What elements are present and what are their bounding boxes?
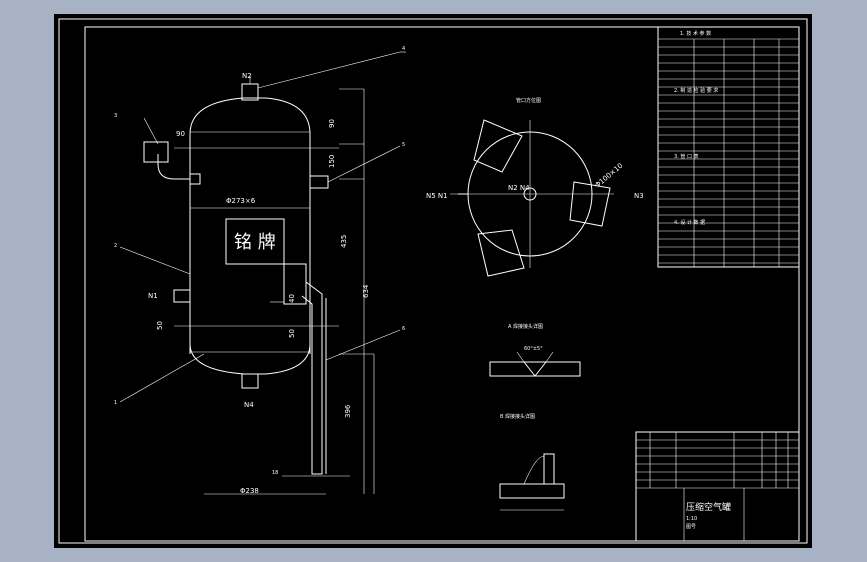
leader-1: 1 [114,400,117,406]
leader-4: 4 [402,46,405,52]
diameter-label: Φ273×6 [226,197,256,205]
plan-n3: N3 [634,192,644,200]
nameplate-text: 铭 牌 [234,232,276,253]
tech-title-1: 1. 技 术 参 数 [680,30,711,37]
leader-2: 2 [114,243,117,249]
leader-5: 5 [402,142,405,148]
plan-n5n1: N5 N1 [426,192,448,200]
weld-detail-a: A 焊接接头详图 60°±5° [489,323,581,377]
nozzle-n1-label: N1 [148,292,158,300]
tech-title-2: 2. 制 造 检 验 要 求 [674,87,718,94]
leader-3: 3 [114,113,117,119]
plan-view: 管口方位图 N5 N1 N2 N4 N3 Φ100×10 [426,97,644,277]
dim-50b: 50 [156,321,164,330]
dim-90: 90 [328,119,336,128]
inner-frame [84,26,800,542]
tech-title-4: 4. 设 计 数 据 [674,219,705,226]
title-sheet: 图号 [686,524,696,530]
plan-view-title: 管口方位图 [516,97,541,104]
plan-phi100: Φ100×10 [594,162,625,190]
nameplate-box [225,218,285,265]
dim-634: 634 [362,284,370,298]
outer-frame [58,18,808,544]
weld-title-b: B 焊接接头详图 [500,413,535,420]
dim-50: 50 [288,329,296,338]
title-main: 压缩空气罐 [686,501,731,513]
weld-title-a: A 焊接接头详图 [508,323,543,330]
plan-n2n4: N2 N4 [508,184,530,192]
dim-phi238: Φ238 [240,487,259,495]
title-scale: 1:10 [686,516,697,522]
dim-18: 18 [272,470,278,476]
cad-drawing: 铭 牌 Φ273×6 N2 N4 N1 90 150 [58,18,808,544]
nozzle-n2-label: N2 [242,72,252,80]
weld-detail-b: B 焊接接头详图 [499,413,565,511]
tech-title-3: 3. 管 口 表 [674,153,699,160]
dim-40: 40 [288,294,296,303]
dim-435: 435 [340,235,348,248]
dim-90b: 90 [176,130,185,138]
tech-table: 1. 技 术 参 数 2. 制 造 检 验 要 求 3. 管 口 表 4. 设 … [657,26,800,268]
dim-150: 150 [328,155,336,168]
leader-6: 6 [402,326,405,332]
title-block: 压缩空气罐 1:10 图号 [635,431,800,542]
dim-396: 396 [344,404,352,418]
drawing-sheet: 铭 牌 Φ273×6 N2 N4 N1 90 150 [54,14,812,548]
vessel-elevation: 铭 牌 Φ273×6 N2 N4 N1 90 150 [114,46,406,495]
nozzle-n4-label: N4 [244,401,254,409]
weld-angle: 60°±5° [524,346,543,352]
